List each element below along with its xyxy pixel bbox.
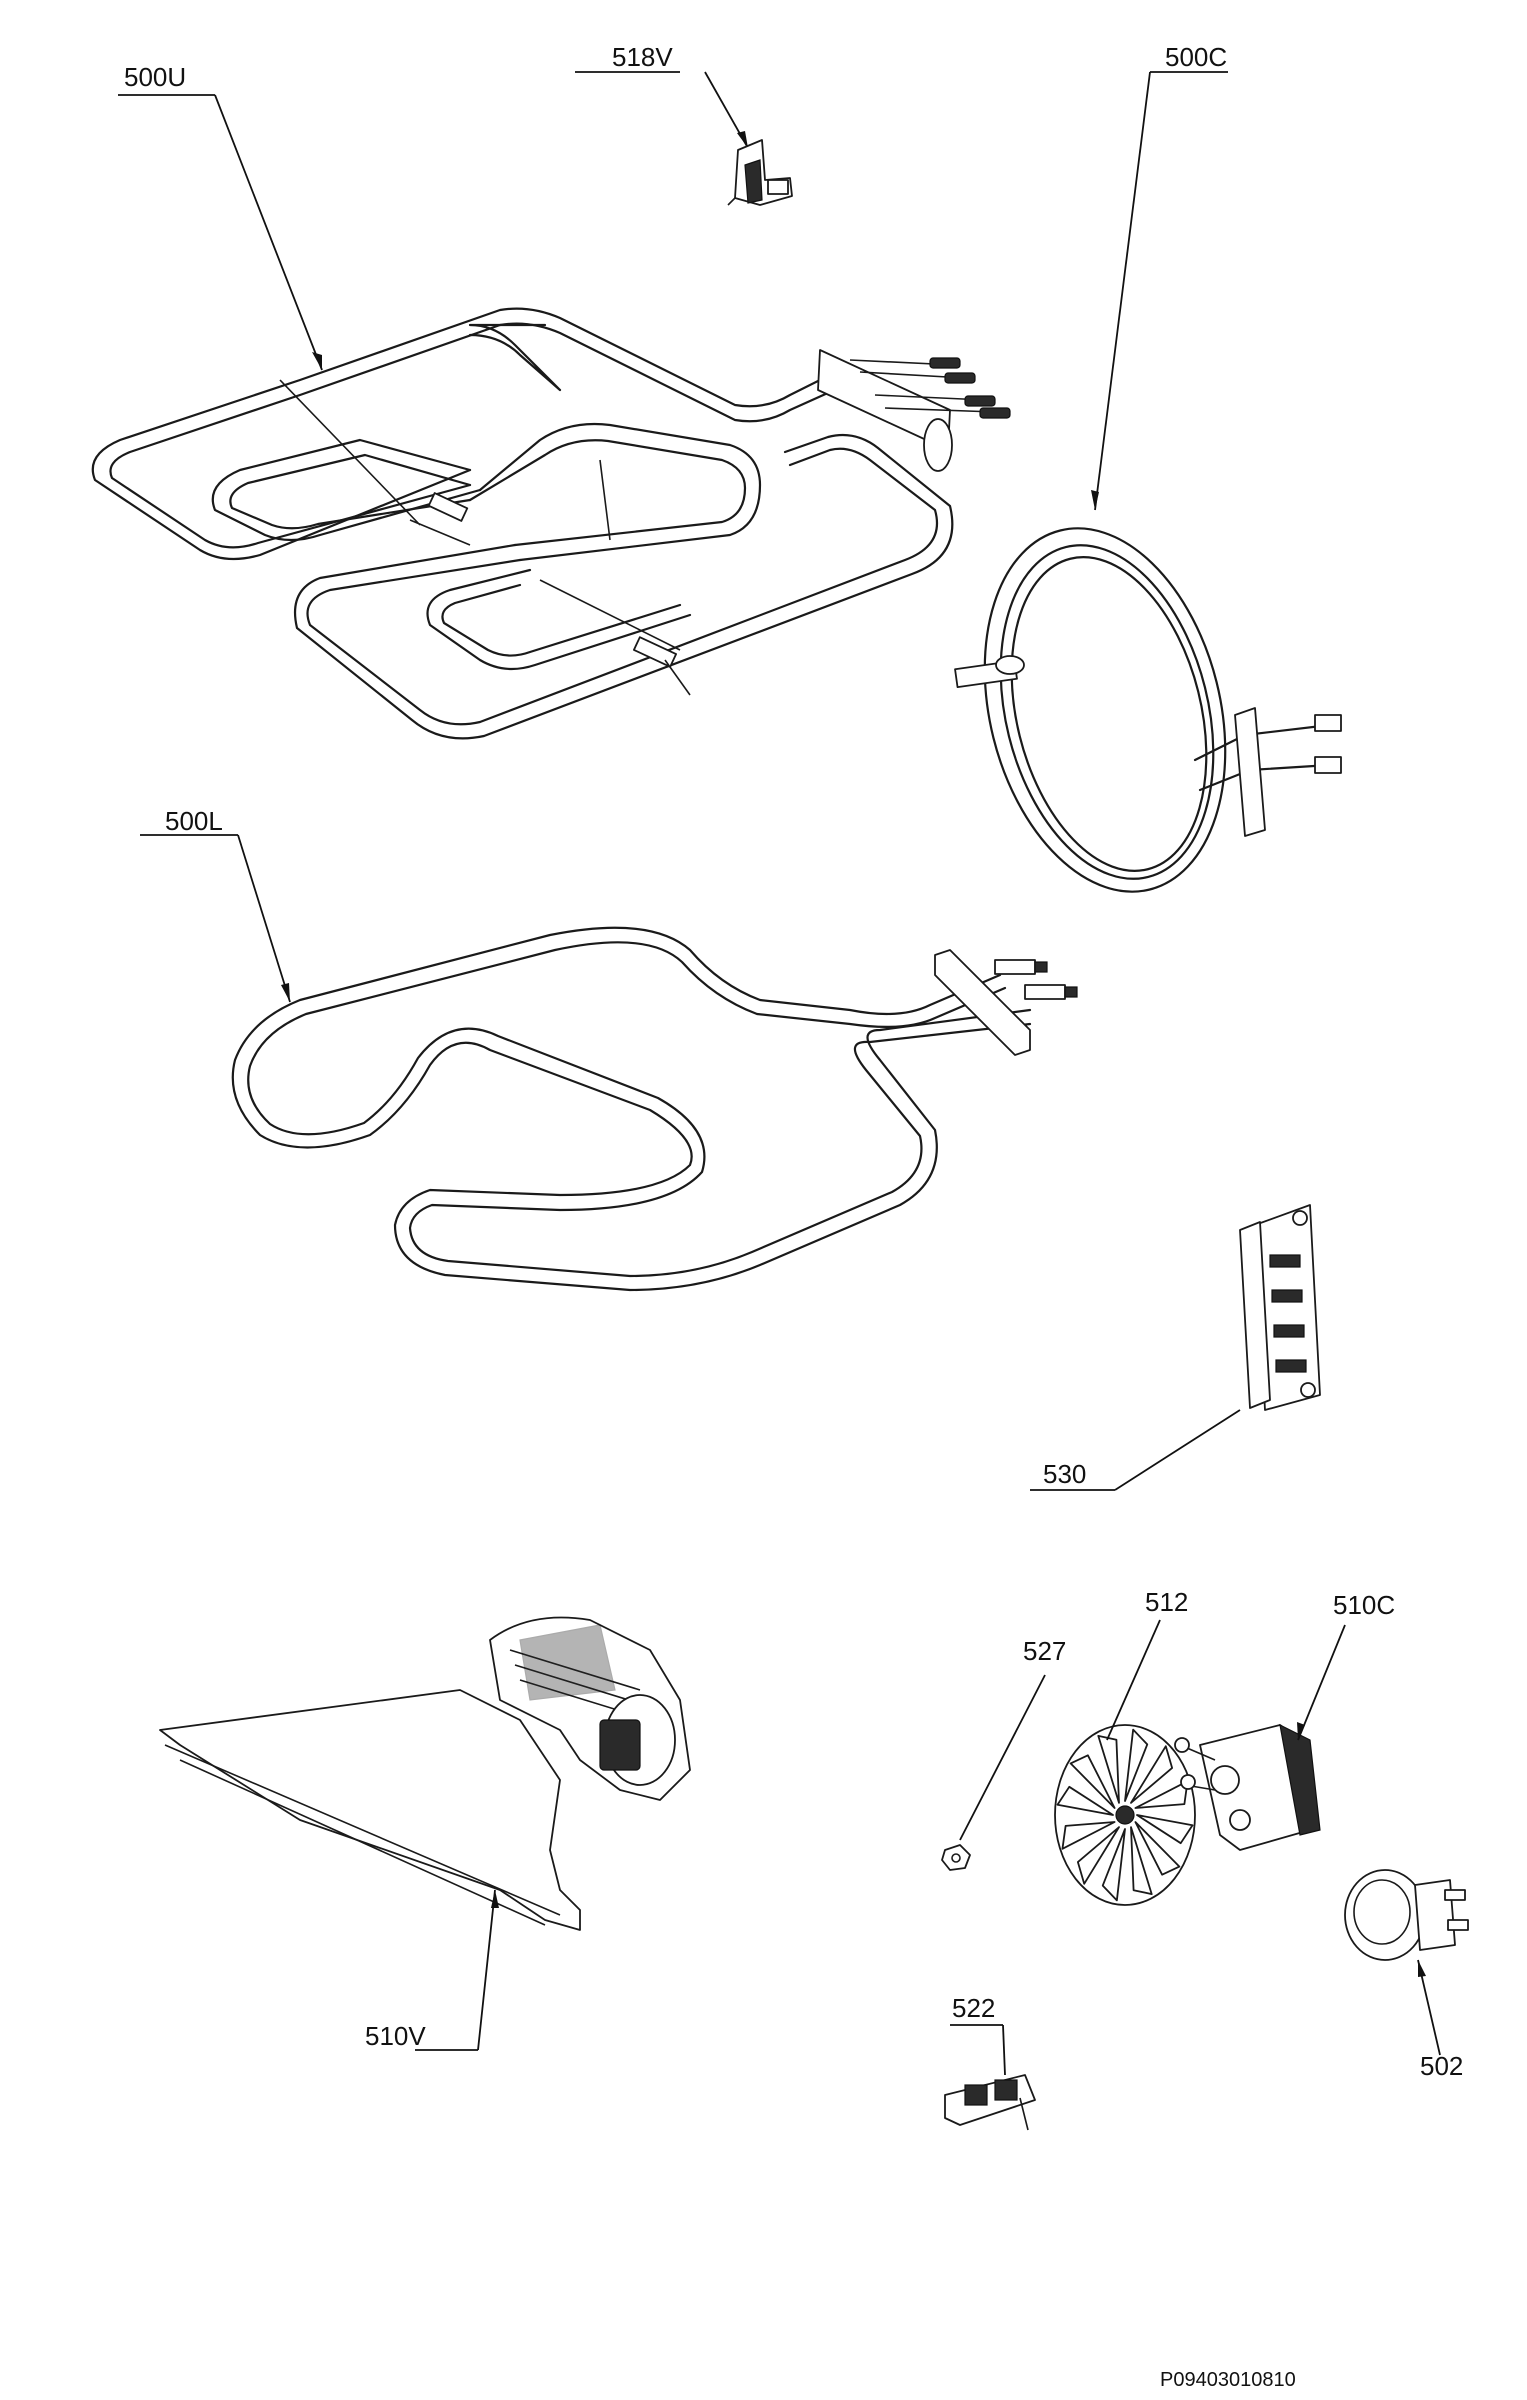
impeller-blade bbox=[1130, 1826, 1153, 1895]
part-500U-grill-element bbox=[91, 94, 1011, 740]
part-510C-fan-motor bbox=[1174, 1624, 1346, 1851]
part-518V-thermostat bbox=[575, 71, 793, 206]
label-500U: 500U bbox=[124, 62, 186, 92]
impeller-blade bbox=[1061, 1821, 1116, 1850]
label-530: 530 bbox=[1043, 1459, 1086, 1489]
impeller-blade bbox=[1136, 1814, 1194, 1845]
impeller-blade bbox=[1101, 1828, 1126, 1902]
label-500L: 500L bbox=[165, 806, 223, 836]
part-510V-tangential-fan bbox=[159, 1616, 691, 2051]
impeller-blade bbox=[1124, 1728, 1149, 1802]
part-527-nut bbox=[941, 1674, 1046, 1871]
part-512-fan-impeller bbox=[1054, 1619, 1196, 1906]
part-500C-circular-element bbox=[954, 71, 1342, 893]
part-522-safety-thermostat bbox=[944, 2024, 1036, 2131]
label-527: 527 bbox=[1023, 1636, 1066, 1666]
label-522: 522 bbox=[952, 1993, 995, 2023]
part-530-terminal-block bbox=[1030, 1204, 1321, 1491]
impeller-blade bbox=[1134, 1821, 1181, 1876]
impeller-blade bbox=[1134, 1780, 1189, 1809]
impeller-blade bbox=[1130, 1745, 1174, 1804]
part-500L-bottom-element bbox=[140, 834, 1078, 1292]
label-518V: 518V bbox=[612, 42, 673, 72]
label-512: 512 bbox=[1145, 1587, 1188, 1617]
label-510C: 510C bbox=[1333, 1590, 1395, 1620]
label-510V: 510V bbox=[365, 2021, 426, 2051]
label-500C: 500C bbox=[1165, 42, 1227, 72]
label-502: 502 bbox=[1420, 2051, 1463, 2081]
impeller-blade bbox=[1056, 1785, 1114, 1816]
part-502-oven-lamp bbox=[1344, 1869, 1469, 2056]
impeller-blade bbox=[1069, 1754, 1116, 1809]
impeller-blade bbox=[1076, 1826, 1120, 1885]
drawing-reference: P09403010810 bbox=[1160, 2369, 1296, 2391]
